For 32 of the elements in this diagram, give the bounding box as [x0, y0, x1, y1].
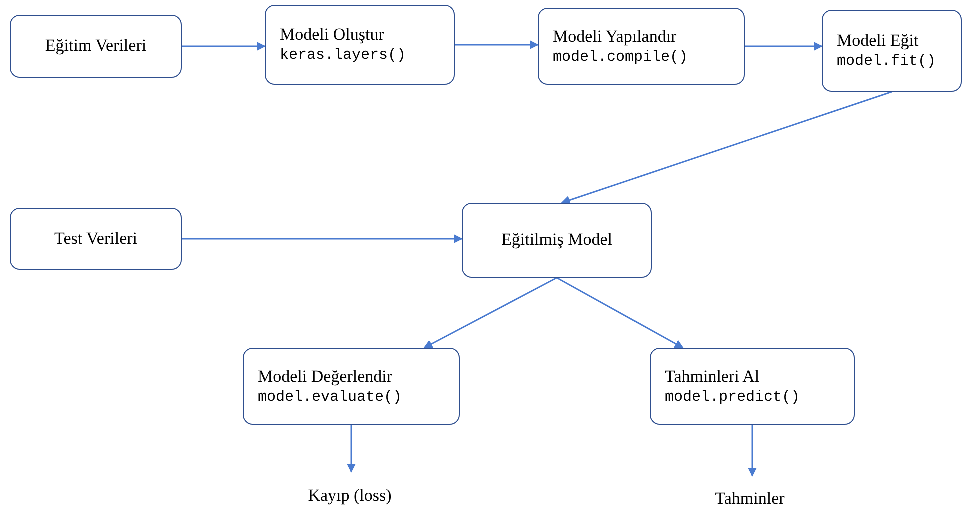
process-box [538, 8, 745, 85]
arrow [182, 234, 463, 244]
process-box [822, 10, 962, 92]
process-box [265, 5, 455, 85]
arrow [347, 425, 356, 473]
box-label: Modeli Değerlendir [258, 366, 393, 388]
code-text: model.predict() [665, 388, 800, 408]
box-label: Eğitilmiş Model [502, 229, 612, 252]
arrow [182, 42, 266, 51]
arrow [745, 42, 823, 51]
code-text: model.fit() [837, 52, 936, 72]
arrow [424, 277, 558, 349]
box-label: Tahminleri Al [665, 366, 760, 388]
code-text: keras.layers() [280, 46, 406, 66]
box-label: Modeli Eğit [837, 30, 919, 52]
arrow [561, 91, 892, 205]
output-label: Tahminler [715, 488, 785, 510]
process-box [10, 208, 182, 270]
box-label: Eğitim Verileri [45, 35, 147, 58]
box-label: Modeli Oluştur [280, 24, 384, 46]
process-box [462, 203, 652, 278]
code-text: model.compile() [553, 48, 688, 68]
process-box [650, 348, 855, 425]
code-text: model.evaluate() [258, 388, 402, 408]
process-box [10, 15, 182, 78]
box-label: Test Verileri [54, 228, 138, 250]
process-box [243, 348, 460, 425]
box-label: Modeli Yapılandır [553, 26, 677, 48]
output-label: Kayıp (loss) [308, 484, 392, 507]
arrow [748, 425, 757, 477]
arrow [455, 40, 539, 50]
arrow [556, 277, 684, 349]
